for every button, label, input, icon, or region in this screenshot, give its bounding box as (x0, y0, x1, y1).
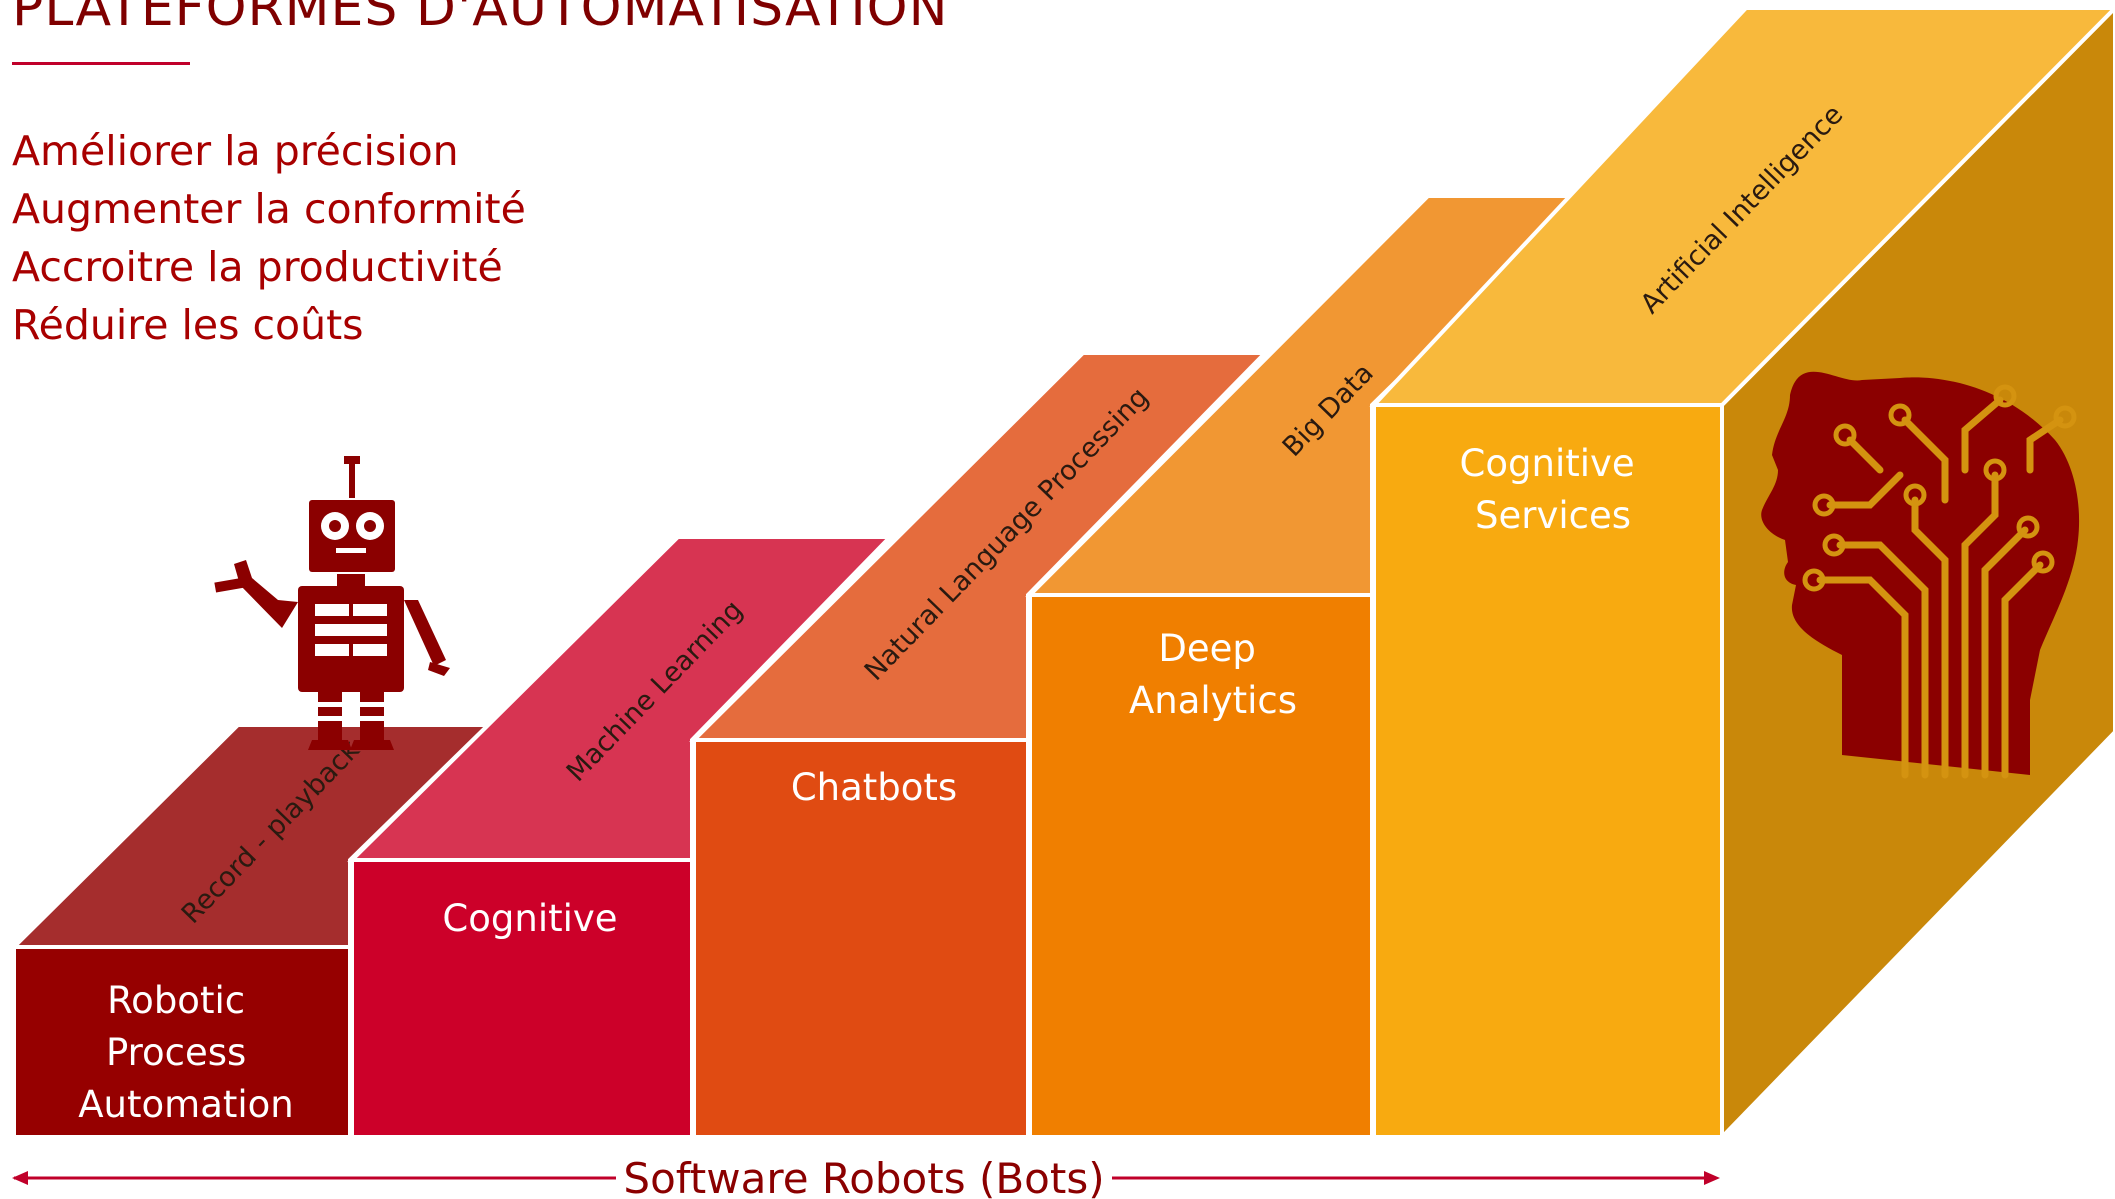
step-front-face (692, 738, 1030, 1139)
step-front-label: Cognitive (442, 897, 617, 940)
benefit-item: Accroitre la productivité (12, 243, 503, 291)
step-front-face (12, 945, 352, 1139)
step-front-face (1372, 403, 1724, 1139)
benefit-item: Augmenter la conformité (12, 185, 526, 233)
software-robots-label: Software Robots (Bots) (623, 1154, 1104, 1199)
robot-icon (214, 456, 450, 750)
step-front-label: Chatbots (791, 766, 957, 809)
step-front-label: Robotic Process Automation (78, 979, 294, 1126)
page-title: PLATEFORMES D'AUTOMATISATION (12, 0, 949, 38)
ai-head-icon (1761, 371, 2080, 779)
title-underline (12, 62, 190, 65)
software-robots-arrow: Software Robots (Bots) (12, 1154, 1720, 1199)
benefits-list: Améliorer la précision Augmenter la conf… (12, 122, 526, 354)
step-front-face (1028, 593, 1374, 1139)
step-front-label: Deep Analytics (1129, 627, 1297, 722)
step-front-label: Cognitive Services (1460, 442, 1647, 537)
benefit-item: Réduire les coûts (12, 301, 364, 349)
benefit-item: Améliorer la précision (12, 127, 459, 175)
step-rpa: Robotic Process Automation Record - play… (9, 723, 493, 1139)
step-deep-analytics: Deep Analytics Big Data (1025, 194, 1590, 1139)
step-front-face (350, 858, 694, 1139)
